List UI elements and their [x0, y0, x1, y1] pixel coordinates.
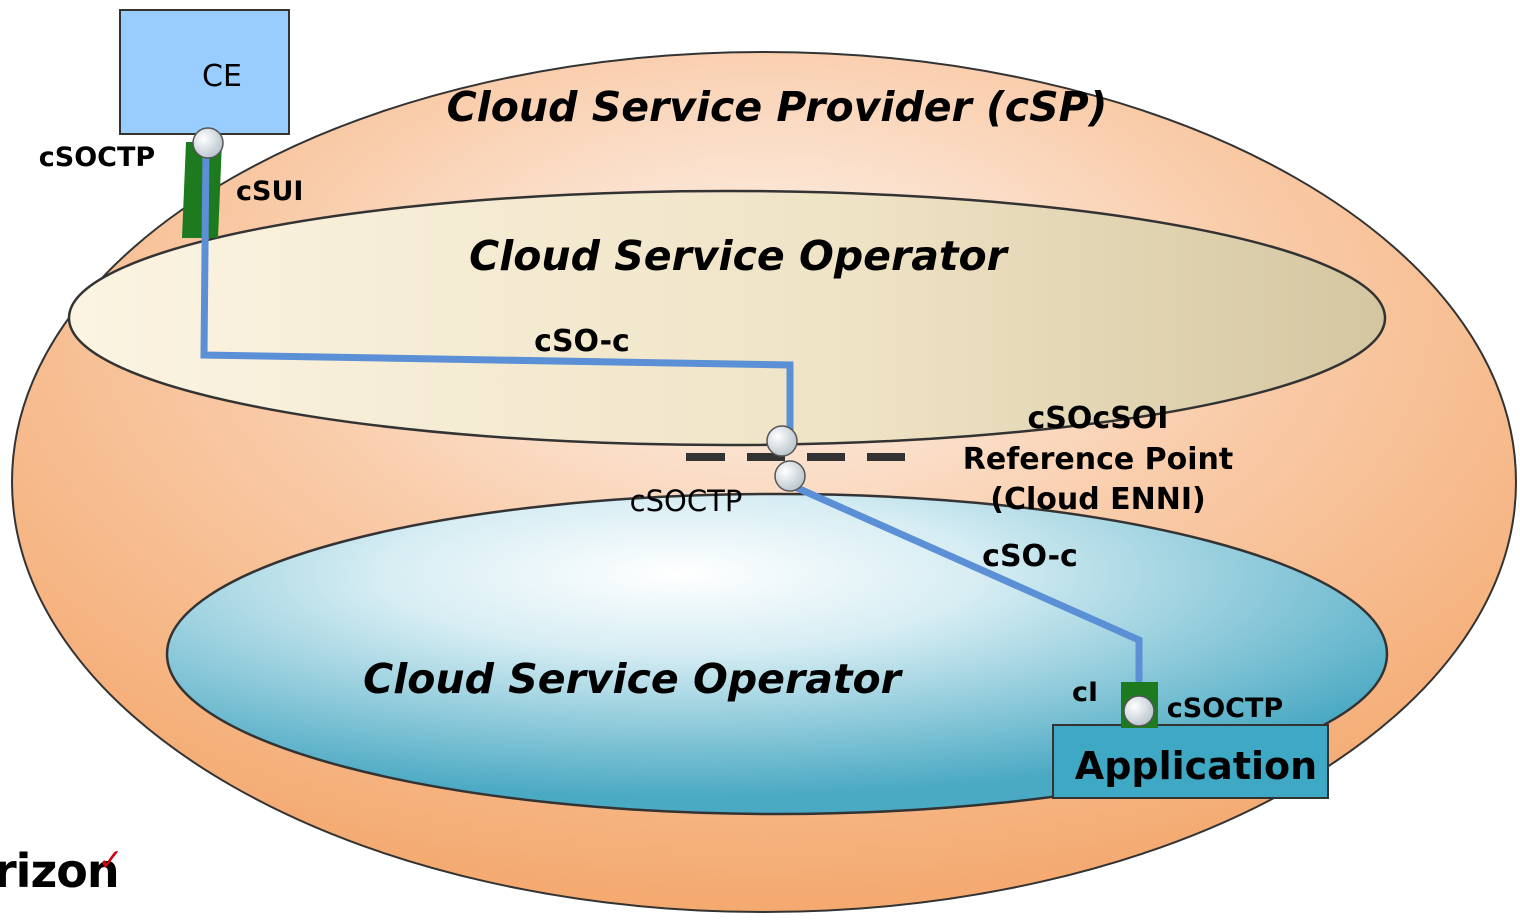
- application-label: Application: [1075, 744, 1317, 788]
- csp-title: Cloud Service Provider (cSP): [447, 83, 1108, 131]
- csoctp-node-bottom-operator: [774, 460, 806, 492]
- csui-interface-bar: [182, 142, 222, 238]
- reference-point-line1: cSOcSOI: [1028, 401, 1169, 436]
- csoctp-label-center: cSOCTP: [630, 484, 743, 518]
- ci-label: cI: [1072, 677, 1098, 708]
- ce-label: CE: [202, 59, 242, 94]
- csoctp-node-top-operator: [766, 425, 798, 457]
- operator-top-ellipse: [67, 189, 1387, 447]
- logo-text: rizon: [0, 844, 119, 898]
- csoctp-label-top-left: cSOCTP: [39, 142, 155, 173]
- reference-point-line3: (Cloud ENNI): [990, 482, 1205, 517]
- csoctp-node-application: [1123, 695, 1155, 727]
- logo-check-mark: ✓: [98, 843, 123, 878]
- csoctp-node-ce: [192, 127, 224, 159]
- application-box: [1052, 724, 1329, 799]
- cso-c-label-top: cSO-c: [534, 324, 630, 359]
- cso-c-top-link: [200, 144, 794, 438]
- csui-label: cSUI: [236, 176, 303, 207]
- reference-point-line2: Reference Point: [963, 442, 1234, 477]
- csoctp-label-application: cSOCTP: [1167, 693, 1283, 724]
- cso-c-label-bottom: cSO-c: [982, 539, 1078, 574]
- operator-bottom-title: Cloud Service Operator: [363, 655, 904, 703]
- operator-top-title: Cloud Service Operator: [469, 232, 1010, 280]
